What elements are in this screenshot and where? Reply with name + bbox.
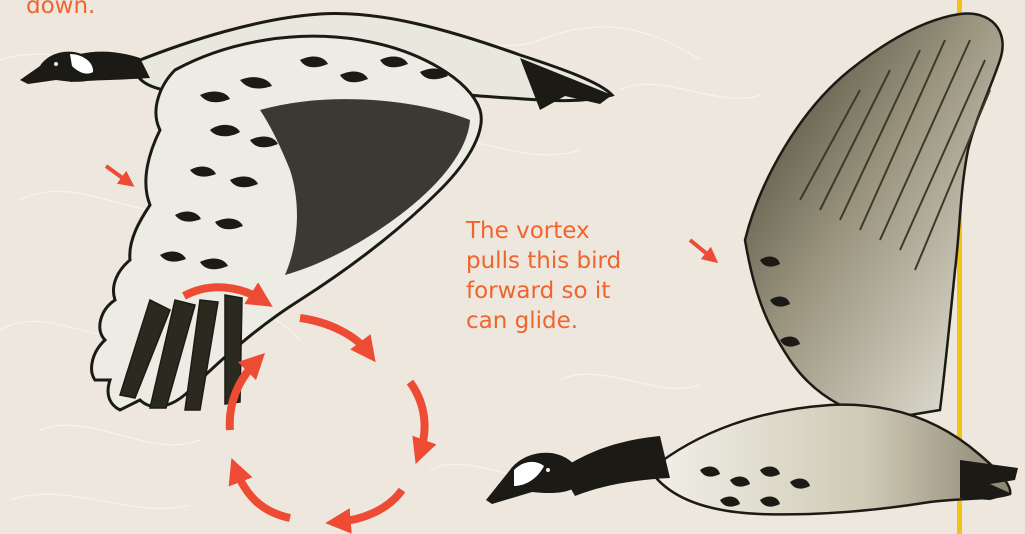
caption-vortex-line-4: can glide. [466, 306, 656, 336]
pointer-arrow-left [106, 166, 128, 182]
caption-vortex-line-2: pulls this bird [466, 246, 656, 276]
vortex-arrow-5 [236, 470, 290, 518]
left-goose [20, 13, 612, 410]
caption-vortex: The vortex pulls this bird forward so it… [466, 216, 656, 336]
left-goose-eye [54, 62, 58, 66]
right-goose-eye [546, 468, 550, 472]
right-goose-tail [960, 460, 1018, 500]
caption-vortex-line-1: The vortex [466, 216, 656, 246]
caption-vortex-line-3: forward so it [466, 276, 656, 306]
vortex-arrow-2 [300, 318, 368, 352]
pointer-arrow-right [690, 240, 712, 258]
vortex-arrow-3 [410, 382, 425, 452]
right-goose-neck [560, 436, 670, 496]
right-goose-body [650, 405, 1010, 515]
caption-top-fragment: down. [26, 0, 95, 21]
right-goose-wing [745, 13, 1003, 420]
vortex-arrow-4 [338, 490, 402, 522]
